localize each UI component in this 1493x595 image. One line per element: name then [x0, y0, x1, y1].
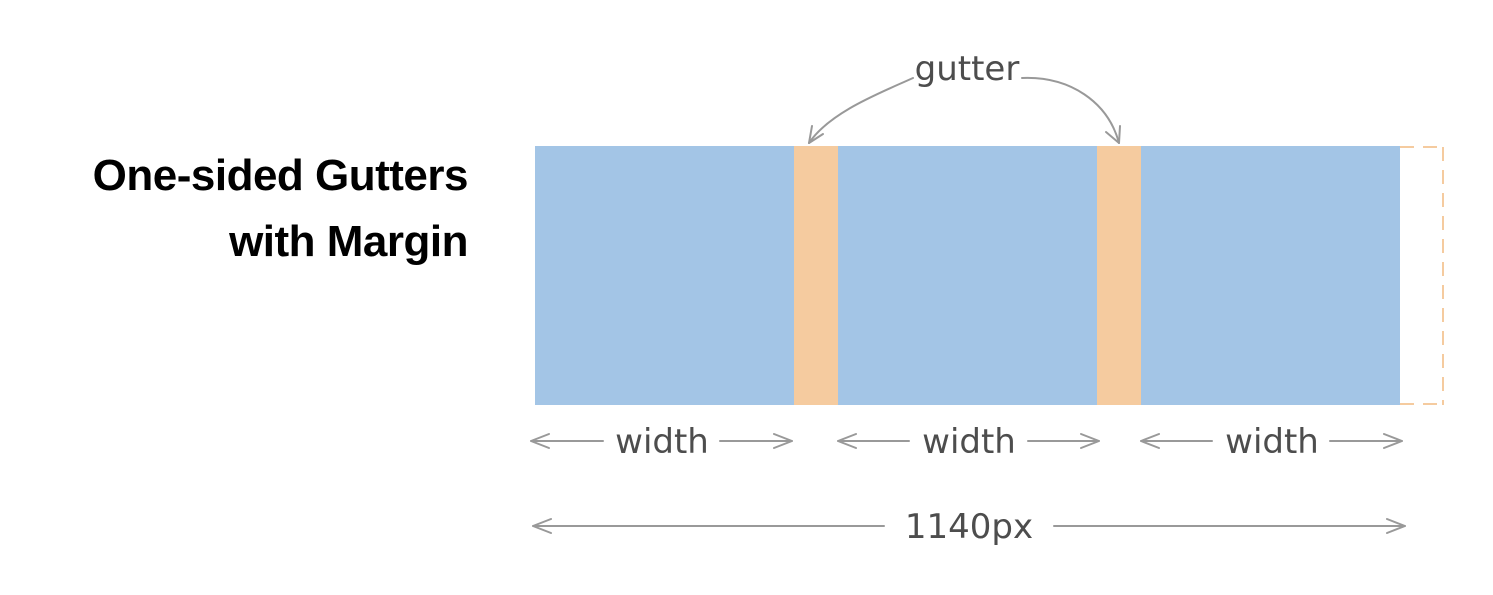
- trailing-gutter-dashed: [1400, 146, 1444, 405]
- column-3-width-label: width: [1225, 422, 1319, 462]
- total-width-arrow: [532, 518, 1406, 534]
- column-3: [1141, 146, 1400, 405]
- column-1: [535, 146, 794, 405]
- column-2: [838, 146, 1097, 405]
- gutter-1: [794, 146, 838, 405]
- column-1-width-label: width: [615, 422, 709, 462]
- total-width-label: 1140px: [905, 507, 1033, 547]
- gutter-callout-label: gutter: [915, 49, 1020, 89]
- column-2-width-label: width: [922, 422, 1016, 462]
- width-arrows: [530, 433, 1403, 449]
- gutter-callout-arrows: [808, 76, 1121, 144]
- diagram-title-line-1: One-sided Gutters: [92, 151, 469, 200]
- diagram-title-line-2: with Margin: [229, 217, 468, 266]
- gutter-2: [1097, 146, 1141, 405]
